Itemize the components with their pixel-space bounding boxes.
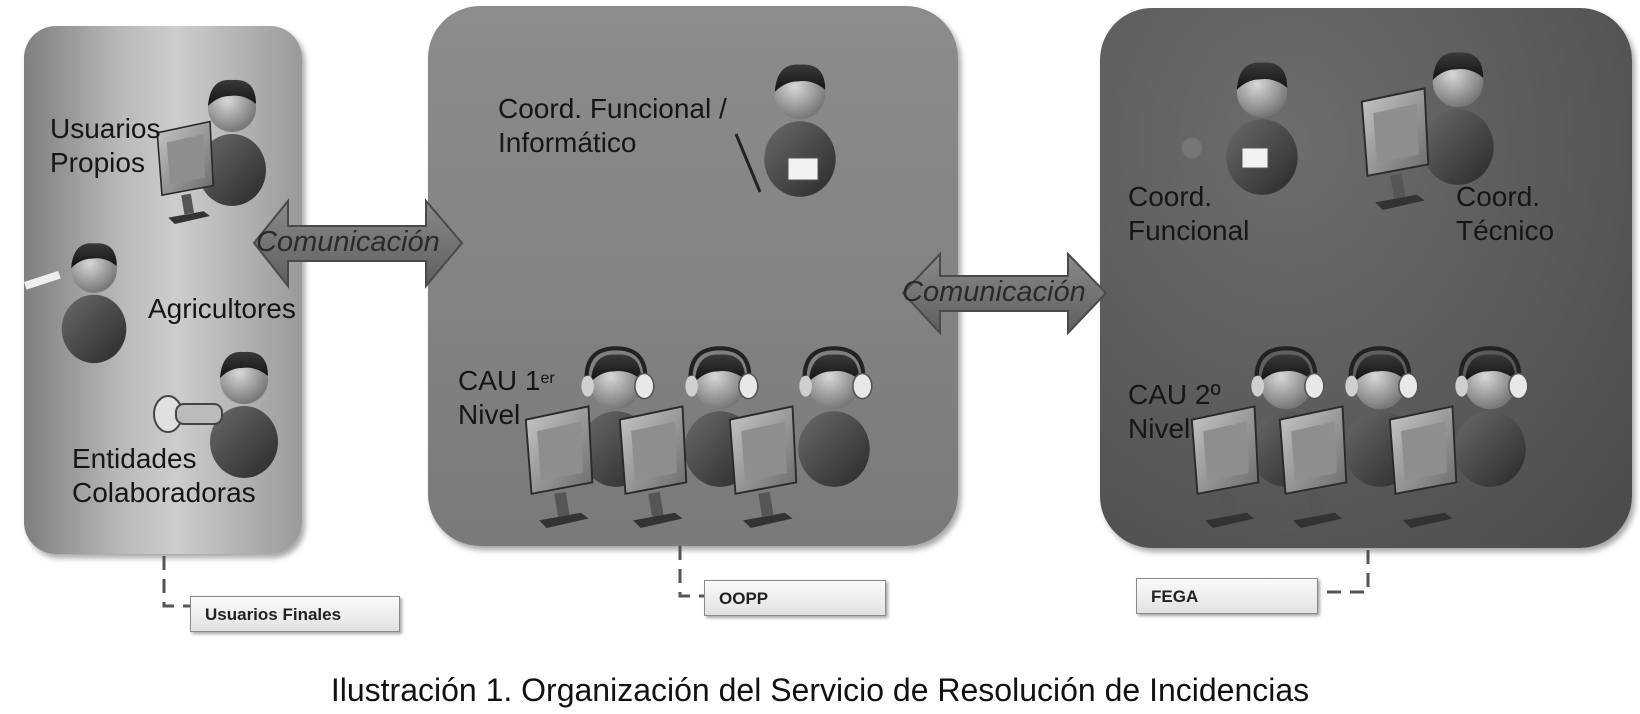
coord-funcional-informatico-line1: Coord. Funcional / — [498, 93, 727, 124]
coord-tecnico-line1: Coord. — [1456, 181, 1541, 212]
oopp-connector — [678, 546, 704, 598]
comunicacion-right-label: Comunicación — [902, 276, 1086, 308]
cau1-label: CAU 1er Nivel — [458, 364, 555, 432]
usuarios-propios-label: Usuarios Propios — [50, 112, 160, 180]
comunicacion-arrow-left — [252, 198, 464, 289]
entidades-line2: Colaboradoras — [72, 477, 256, 508]
oopp-tag: OOPP — [704, 580, 886, 616]
cau1-line1: CAU 1 — [458, 365, 541, 396]
usuarios-propios-line1: Usuarios — [50, 113, 161, 144]
entidades-line1: Entidades — [72, 443, 197, 474]
usuarios-finales-connector — [162, 556, 190, 608]
cau2-label: CAU 2º Nivel — [1128, 378, 1221, 446]
comunicacion-arrow-right — [901, 251, 1108, 336]
coord-funcional-informatico-line2: Informático — [498, 127, 637, 158]
usuarios-finales-tag: Usuarios Finales — [190, 596, 400, 632]
entidades-colaboradoras-label: Entidades Colaboradoras — [72, 442, 256, 510]
comunicacion-left-label: Comunicación — [256, 226, 440, 258]
coord-tecnico-line2: Técnico — [1456, 215, 1555, 246]
agricultor-figure — [24, 243, 127, 364]
agricultores-label: Agricultores — [148, 293, 296, 324]
coord-funcional-informatico-figure — [734, 64, 836, 197]
coord-funcional-line2: Funcional — [1128, 215, 1250, 246]
coord-funcional-informatico-label: Coord. Funcional / Informático — [498, 92, 727, 160]
fega-tag: FEGA — [1136, 578, 1318, 614]
coord-tecnico-label: Coord. Técnico — [1456, 180, 1554, 248]
usuarios-propios-line2: Propios — [50, 147, 145, 178]
cau1-line2: Nivel — [458, 399, 521, 430]
coord-funcional-label: Coord. Funcional — [1128, 180, 1249, 248]
figure-caption: Ilustración 1. Organización del Servicio… — [330, 672, 1310, 708]
coord-funcional-figure — [1182, 62, 1298, 195]
cau1-agents-figure — [524, 348, 872, 529]
entidades-figure — [153, 351, 278, 478]
cau2-line2: Nivel — [1128, 413, 1191, 444]
cau1-superscript: er — [540, 370, 555, 387]
usuarios-propios-figure — [156, 79, 266, 225]
coord-funcional-line1: Coord. — [1128, 181, 1213, 212]
cau2-agents-figure — [1190, 348, 1528, 529]
fega-connector — [1320, 550, 1370, 594]
cau2-line1: CAU 2º — [1128, 379, 1221, 410]
